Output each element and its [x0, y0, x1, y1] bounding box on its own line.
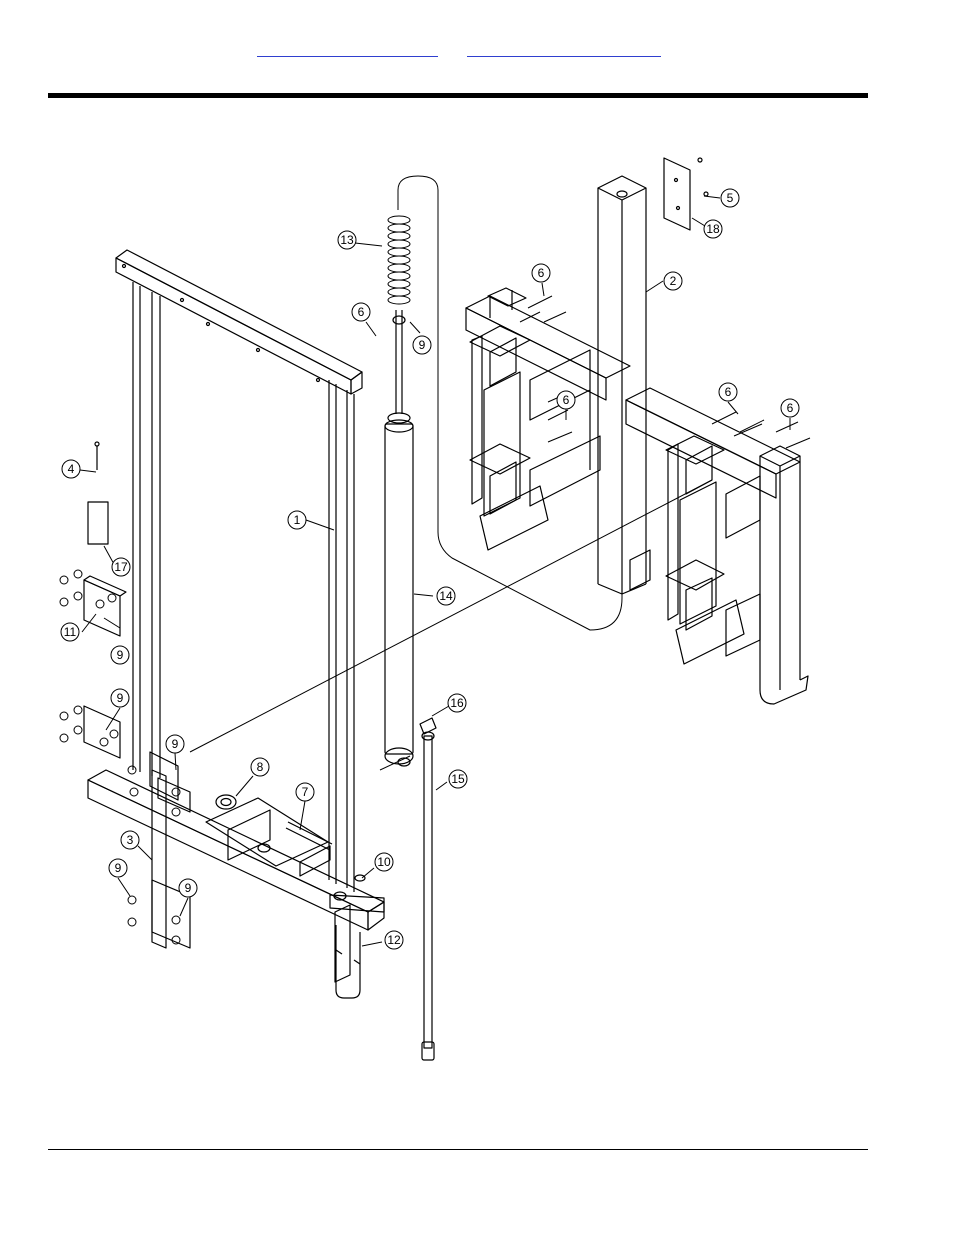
callout-label: 9: [185, 881, 192, 895]
callout-label: 17: [114, 560, 128, 574]
callout-label: 6: [358, 305, 365, 319]
callout-label: 9: [117, 648, 124, 662]
callout-label: 6: [725, 385, 732, 399]
callout-label: 9: [419, 338, 426, 352]
bolts-right: [520, 296, 810, 448]
callout-label: 9: [117, 691, 124, 705]
callout-label: 2: [670, 274, 677, 288]
hydraulic-hose: [420, 718, 436, 1060]
main-frame: [116, 250, 362, 892]
hydraulic-cylinder: [385, 310, 413, 766]
callout-label: 6: [563, 393, 570, 407]
callout-label: 3: [127, 833, 134, 847]
callout-label: 14: [439, 589, 453, 603]
callout-label: 4: [68, 462, 75, 476]
callout-label: 1: [294, 513, 301, 527]
spacer-block: [88, 442, 108, 544]
mount-plates-left: [60, 570, 190, 948]
callout-label: 13: [340, 233, 354, 247]
clamp-plates-upper: [470, 326, 600, 550]
callout-label: 8: [257, 760, 264, 774]
callout-label: 11: [64, 625, 77, 639]
callout-label: 16: [450, 696, 464, 710]
callout-label: 5: [727, 191, 734, 205]
callout-label: 10: [377, 855, 391, 869]
callout-label: 7: [302, 785, 309, 799]
callout-label: 9: [172, 737, 179, 751]
footer-rule: [48, 1149, 868, 1150]
callout-label: 18: [706, 222, 720, 236]
assembly-outline: [398, 176, 622, 630]
clamp-plates-lower: [630, 436, 760, 664]
callout-label: 6: [538, 266, 545, 280]
callout-label: 15: [451, 772, 465, 786]
callout-label: 12: [387, 933, 401, 947]
callout-label: 6: [787, 401, 794, 415]
u-bolt: [336, 925, 360, 998]
mount-post: [598, 158, 708, 594]
lower-crossbar: [626, 388, 808, 704]
callout-label: 9: [115, 861, 122, 875]
spring: [388, 216, 410, 304]
